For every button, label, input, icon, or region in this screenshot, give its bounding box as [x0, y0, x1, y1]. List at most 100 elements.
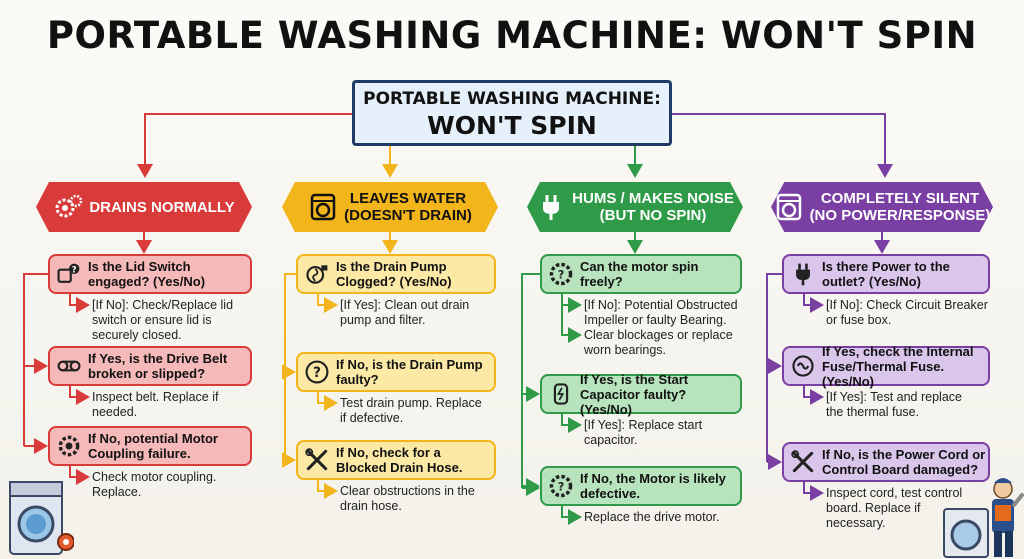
svg-text:?: ?	[558, 268, 565, 281]
action-line: pump and filter.	[340, 313, 426, 327]
category-4: COMPLETELY SILENT(NO POWER/RESPONSE)	[771, 182, 993, 232]
action-line: Check motor coupling.	[92, 470, 217, 484]
connector-question-2-3-to-action	[317, 480, 338, 499]
action-line: drain hose.	[340, 499, 402, 513]
question-line: If Yes, is the Drive Belt	[88, 351, 228, 366]
connector-question-3-1-to-action-2	[561, 305, 582, 343]
question-icon: ?	[304, 359, 330, 385]
category-label-line: HUMS / MAKES NOISE	[572, 190, 734, 207]
question-line: Coupling failure.	[88, 446, 191, 461]
action-line: Clear obstructions in the	[340, 484, 475, 498]
question-line: If No, check for a	[336, 445, 441, 460]
connector-question-2-1-to-action	[317, 294, 338, 313]
action-line: necessary.	[826, 516, 886, 530]
category-label-line: LEAVES WATER	[349, 190, 467, 207]
washer-icon	[308, 192, 338, 222]
category-label-line: COMPLETELY SILENT	[820, 190, 980, 207]
question-line: If Yes, check the Internal	[822, 343, 974, 359]
root-title-line1: PORTABLE WASHING MACHINE:	[363, 89, 661, 109]
action-line: securely closed.	[92, 328, 182, 342]
category-3: HUMS / MAKES NOISE(BUT NO SPIN)	[527, 182, 743, 232]
root-title-line2: WON'T SPIN	[427, 111, 597, 140]
connector-question-1-3-to-action	[69, 466, 90, 485]
connector-rail-1	[23, 273, 48, 446]
question-line: defective.	[580, 486, 640, 501]
question-line: engaged? (Yes/No)	[88, 274, 206, 289]
capacitor-icon	[548, 381, 574, 407]
action-line: [If No]: Potential Obstructed	[584, 298, 738, 312]
question-line: Is the Drain Pump	[336, 259, 447, 274]
svg-text:?: ?	[72, 265, 77, 275]
connector-question-3-3-to-action	[561, 506, 582, 525]
connector-question-1-1-to-action	[69, 294, 90, 313]
connector-question-4-2-to-action	[803, 386, 824, 405]
plug-icon	[536, 192, 566, 222]
connector-question-4-1-to-action	[803, 294, 824, 313]
washing-machine-illustration	[9, 481, 74, 555]
question-line: faulty?	[336, 372, 379, 387]
action-line: [If No]: Check/Replace lid	[92, 298, 234, 312]
question-line: Can the motor spin freely?	[580, 259, 699, 289]
question-line: If No, is the Power Cord or	[822, 447, 986, 462]
category-label-line: DRAINS NORMALLY	[89, 198, 235, 216]
tools-icon	[790, 449, 816, 475]
action-line: Inspect cord, test control	[826, 486, 963, 500]
technician-illustration	[943, 478, 1024, 558]
gear-icon	[56, 433, 82, 459]
question-line: Fuse/Thermal Fuse. (Yes/No)	[822, 358, 945, 389]
pump-icon	[304, 261, 330, 287]
tools-icon	[304, 447, 330, 473]
category-label: COMPLETELY SILENT(NO POWER/RESPONSE)	[810, 190, 991, 224]
connector-rail-3	[521, 273, 540, 488]
action-line: switch or ensure lid is	[92, 313, 212, 327]
action-line: Test drain pump. Replace	[340, 396, 482, 410]
action-line: board. Replace if	[826, 501, 921, 515]
category-label-line: (BUT NO SPIN)	[599, 207, 707, 224]
gear-question-icon: ?	[548, 473, 574, 499]
action-line: [If Yes]: Replace start	[584, 418, 703, 432]
branch-3-action-3: Replace the drive motor.	[584, 510, 750, 525]
connector-root-to-branch-1	[137, 113, 352, 178]
root-node: PORTABLE WASHING MACHINE: WON'T SPIN	[352, 80, 672, 146]
gears-icon	[53, 192, 83, 222]
category-2: LEAVES WATER(DOESN'T DRAIN)	[282, 182, 498, 232]
question-line: Control Board damaged?	[822, 462, 979, 477]
gear-question-icon: ?	[548, 261, 574, 287]
belt-icon	[56, 353, 82, 379]
question-line: If No, the Motor is likely	[580, 471, 726, 486]
connector-question-3-1-to-action	[561, 294, 582, 313]
action-line: Inspect belt. Replace if	[92, 390, 219, 404]
question-line: Clogged? (Yes/No)	[336, 274, 452, 289]
action-line: Replace.	[92, 485, 142, 499]
connector-question-3-2-to-action	[561, 414, 582, 433]
question-line: Is the Lid Switch	[88, 259, 191, 274]
question-text: Can the motor spin freely?	[580, 259, 740, 289]
connector-question-2-2-to-action	[317, 392, 338, 411]
connector-root-to-branch-4	[672, 113, 893, 178]
action-line: or fuse box.	[826, 313, 892, 327]
